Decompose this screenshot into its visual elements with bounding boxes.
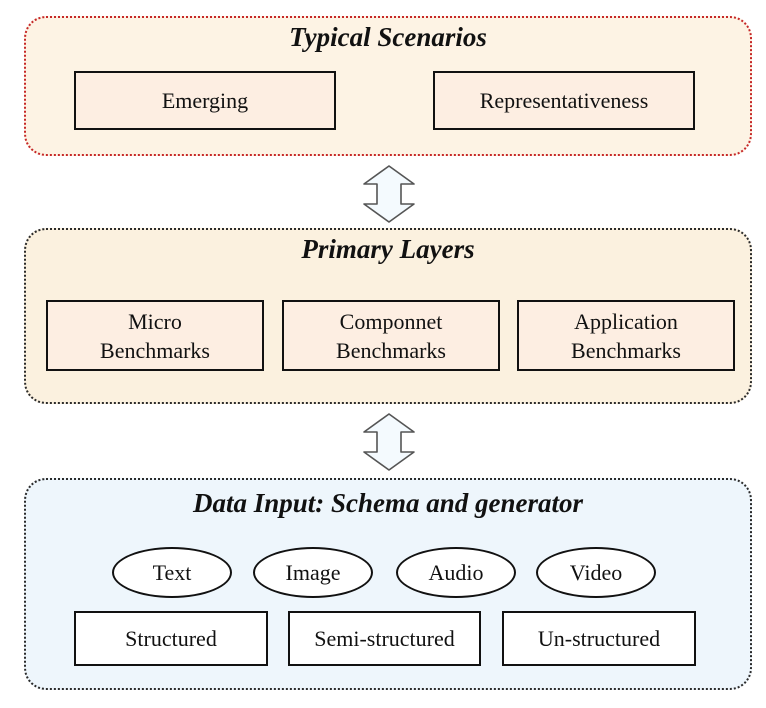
double-arrow-icon — [363, 413, 415, 471]
typical-scenarios-title: Typical Scenarios — [289, 22, 487, 52]
application-benchmarks-box: Application Benchmarks — [517, 300, 735, 371]
structured-label: Structured — [125, 626, 217, 651]
un-structured-label: Un-structured — [537, 626, 661, 651]
text-label: Text — [152, 559, 192, 585]
emerging-box: Emerging — [74, 71, 336, 130]
emerging-label: Emerging — [161, 88, 249, 113]
un-structured-box: Un-structured — [502, 611, 696, 666]
audio-label: Audio — [428, 559, 484, 585]
component-benchmarks-line2: Benchmarks — [336, 337, 446, 363]
component-benchmarks-box: Componnet Benchmarks — [282, 300, 500, 371]
application-benchmarks-line1: Application — [574, 308, 678, 334]
typical-scenarios-panel: Typical Scenarios Emerging Representativ… — [24, 16, 752, 156]
semi-structured-box: Semi-structured — [288, 611, 481, 666]
structured-box: Structured — [74, 611, 268, 666]
data-input-panel: Data Input: Schema and generator Text Im… — [24, 478, 752, 690]
micro-benchmarks-box: Micro Benchmarks — [46, 300, 264, 371]
image-oval: Image — [253, 547, 373, 598]
video-label: Video — [569, 559, 623, 585]
micro-benchmarks-line2: Benchmarks — [100, 337, 210, 363]
double-arrow-icon — [363, 165, 415, 223]
video-oval: Video — [536, 547, 656, 598]
primary-layers-title: Primary Layers — [301, 234, 475, 264]
data-input-title: Data Input: Schema and generator — [192, 488, 584, 518]
primary-layers-panel: Primary Layers Micro Benchmarks Componne… — [24, 228, 752, 404]
text-oval: Text — [112, 547, 232, 598]
micro-benchmarks-line1: Micro — [128, 308, 182, 334]
representativeness-label: Representativeness — [479, 88, 649, 113]
audio-oval: Audio — [396, 547, 516, 598]
component-benchmarks-line1: Componnet — [339, 308, 443, 334]
image-label: Image — [285, 559, 341, 585]
application-benchmarks-line2: Benchmarks — [571, 337, 681, 363]
semi-structured-label: Semi-structured — [314, 626, 455, 651]
representativeness-box: Representativeness — [433, 71, 695, 130]
